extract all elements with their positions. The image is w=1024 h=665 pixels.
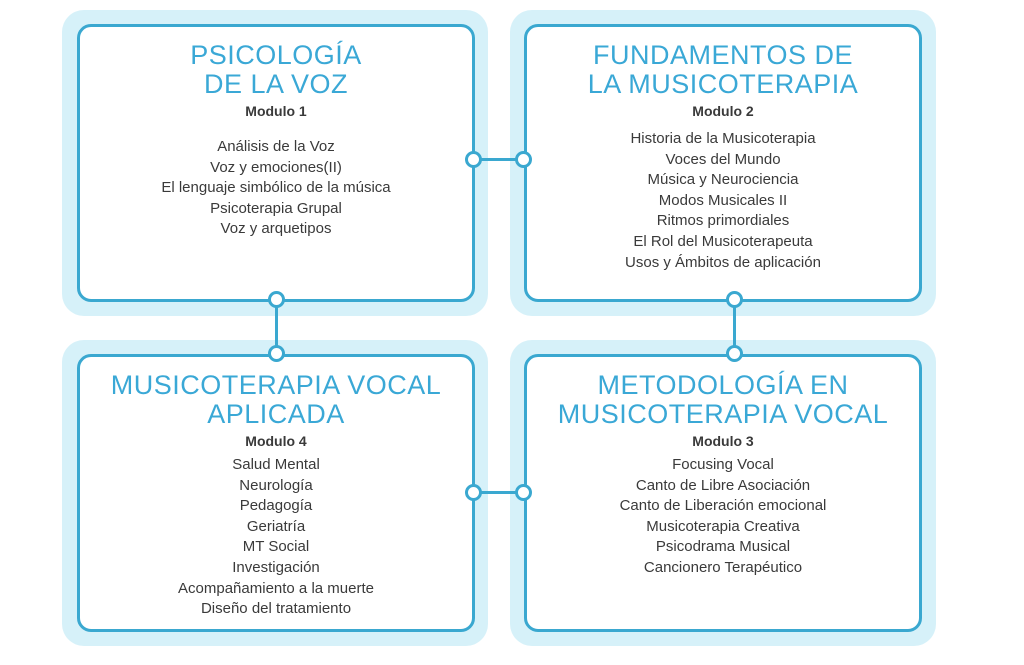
module-4-card: MUSICOTERAPIA VOCAL APLICADA Modulo 4 Sa… [77, 354, 475, 632]
module-2-card: FUNDAMENTOS DE LA MUSICOTERAPIA Modulo 2… [524, 24, 922, 302]
topic-item: Historia de la Musicoterapia [630, 130, 816, 147]
topic-item: Focusing Vocal [672, 456, 774, 473]
module-3-title: METODOLOGÍA EN MUSICOTERAPIA VOCAL [527, 371, 919, 429]
topic-item: Canto de Libre Asociación [635, 476, 811, 494]
topic-item: MT Social [242, 538, 310, 556]
topic-item: Análisis de la Voz [217, 138, 335, 155]
topic-item: Modos Musicales II [658, 191, 788, 209]
topic-item: Voces del Mundo [665, 150, 781, 168]
module-1-card: PSICOLOGÍA DE LA VOZ Modulo 1 Análisis d… [77, 24, 475, 302]
topic-item: Psicoterapia Grupal [210, 199, 342, 217]
topic-item: Diseño del tratamiento [200, 600, 352, 618]
topic-item: Salud Mental [232, 456, 320, 473]
connector-2-3 [733, 298, 736, 356]
module-2-title-line-1: FUNDAMENTOS DE [592, 40, 854, 70]
module-4-topics: Salud Mental Neurología Pedagogía Geriat… [80, 455, 472, 620]
module-2-label: Modulo 2 [692, 103, 754, 119]
module-3-label: Modulo 3 [692, 433, 754, 449]
topic-item: Musicoterapia Creativa [646, 517, 800, 535]
connector-1-2 [474, 158, 524, 161]
topic-item: Cancionero Terapéutico [643, 558, 803, 576]
connector-4-3 [474, 491, 524, 494]
topic-item: Ritmos primordiales [656, 212, 790, 230]
topic-item: Acompañamiento a la muerte [178, 579, 374, 597]
connector-node-2-left [515, 151, 532, 168]
topic-item: Voz y arquetipos [220, 220, 332, 238]
module-1-title: PSICOLOGÍA DE LA VOZ [80, 41, 472, 99]
connector-node-1-bottom [268, 291, 285, 308]
topic-item: Neurología [239, 476, 313, 494]
connector-node-2-bottom [726, 291, 743, 308]
connector-node-3-left [515, 484, 532, 501]
connector-node-1-right [465, 151, 482, 168]
topic-item: Investigación [232, 558, 320, 576]
module-4-title-line-1: MUSICOTERAPIA VOCAL [110, 370, 442, 400]
connector-node-3-top [726, 345, 743, 362]
module-2-topics: Historia de la Musicoterapia Voces del M… [527, 129, 919, 273]
module-1-title-line-1: PSICOLOGÍA [190, 40, 362, 70]
topic-item: Psicodrama Musical [655, 538, 791, 556]
module-3-card: METODOLOGÍA EN MUSICOTERAPIA VOCAL Modul… [524, 354, 922, 632]
topic-item: El lenguaje simbólico de la música [161, 179, 391, 197]
topic-item: Música y Neurociencia [647, 171, 799, 189]
module-1-topics: Análisis de la Voz Voz y emociones(II) E… [80, 137, 472, 240]
topic-item: Pedagogía [239, 497, 313, 515]
module-4-title: MUSICOTERAPIA VOCAL APLICADA [80, 371, 472, 429]
module-1-label: Modulo 1 [245, 103, 307, 119]
module-1-title-line-2: DE LA VOZ [203, 69, 349, 99]
module-2-title: FUNDAMENTOS DE LA MUSICOTERAPIA [527, 41, 919, 99]
connector-node-4-right [465, 484, 482, 501]
module-3-title-line-2: MUSICOTERAPIA VOCAL [557, 399, 889, 429]
module-3-topics: Focusing Vocal Canto de Libre Asociación… [527, 455, 919, 579]
module-4-title-line-2: APLICADA [207, 399, 345, 429]
module-3-title-line-1: METODOLOGÍA EN [597, 370, 849, 400]
topic-item: Voz y emociones(II) [210, 158, 342, 176]
module-4-label: Modulo 4 [245, 433, 307, 449]
module-2-title-line-2: LA MUSICOTERAPIA [587, 69, 859, 99]
topic-item: Usos y Ámbitos de aplicación [625, 253, 821, 271]
topic-item: Canto de Liberación emocional [619, 497, 827, 515]
connector-node-4-top [268, 345, 285, 362]
topic-item: Geriatría [246, 517, 306, 535]
topic-item: El Rol del Musicoterapeuta [633, 232, 813, 250]
connector-1-4 [275, 298, 278, 356]
